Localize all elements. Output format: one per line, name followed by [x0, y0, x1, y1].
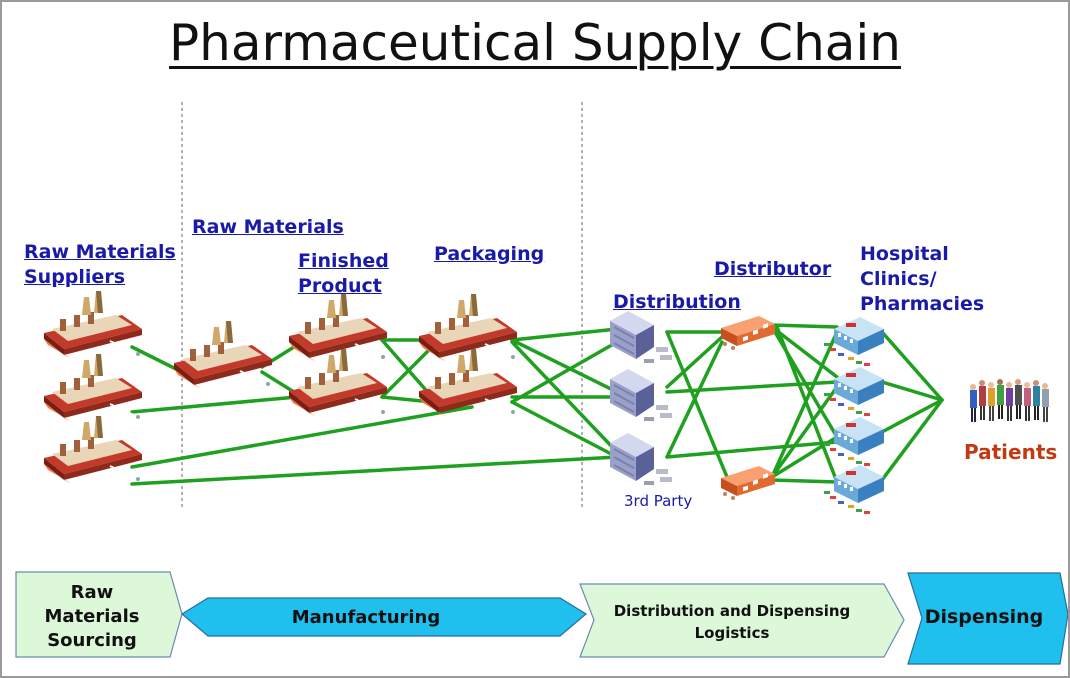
stage-distribution-logistics: Distribution and Dispensing Logistics: [579, 583, 905, 658]
stage-raw-sourcing-line2: Materials: [45, 606, 140, 627]
warehouse-icon: [609, 368, 673, 422]
label-hospital-clinics-pharmacies: Hospital Clinics/ Pharmacies: [860, 242, 984, 317]
stage-raw-sourcing-line1: Raw: [71, 582, 114, 603]
warehouse-icon: [609, 432, 673, 486]
label-line: Product: [298, 275, 382, 297]
factory-icon: [418, 293, 518, 363]
label-line: Pharmacies: [860, 293, 985, 315]
factory-icon: [288, 293, 388, 363]
factory-icon: [43, 415, 143, 485]
stage-manufacturing: Manufacturing: [180, 597, 588, 637]
label-raw-materials: Raw Materials: [192, 216, 344, 238]
factory-icon: [173, 320, 273, 390]
factory-icon: [43, 353, 143, 423]
stage-raw-sourcing: Raw Materials Sourcing: [15, 571, 183, 658]
distributor-icon: [721, 466, 775, 500]
factory-icon: [43, 290, 143, 360]
label-packaging: Packaging: [434, 243, 545, 265]
stage-distribution-line2: Logistics: [695, 624, 770, 642]
label-third-party: 3rd Party: [624, 492, 693, 510]
page-title: Pharmaceutical Supply Chain: [169, 14, 901, 72]
label-line: Suppliers: [24, 266, 126, 288]
stage-dispensing-label: Dispensing: [925, 606, 1044, 628]
label-distribution: Distribution: [613, 291, 741, 313]
label-distributor: Distributor: [714, 258, 832, 280]
people-icon: [970, 379, 1049, 422]
label-line: Finished: [298, 250, 389, 272]
stage-manufacturing-label: Manufacturing: [292, 607, 441, 628]
label-line: Raw Materials: [24, 241, 176, 263]
warehouse-icon: [609, 310, 673, 364]
factory-icon: [288, 348, 388, 418]
stage-raw-sourcing-line3: Sourcing: [47, 630, 137, 651]
stage-dispensing: Dispensing: [907, 572, 1068, 665]
label-finished-product: Finished Product: [298, 249, 389, 299]
stage-distribution-line1: Distribution and Dispensing: [614, 602, 851, 620]
label-raw-materials-suppliers: Raw Materials Suppliers: [24, 240, 176, 290]
label-line: Clinics/: [860, 268, 937, 290]
label-patients: Patients: [964, 440, 1058, 464]
distributor-icon: [721, 316, 775, 350]
label-line: Hospital: [860, 243, 949, 265]
